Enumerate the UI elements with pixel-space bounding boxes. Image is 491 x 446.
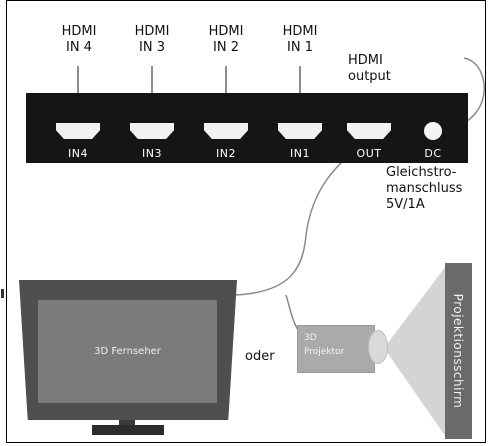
tv-stand-neck	[119, 420, 135, 426]
projection-screen	[445, 263, 472, 439]
projector-label: 3D Projektor	[304, 333, 345, 357]
hdmi-port-icon	[130, 123, 174, 139]
hdmi-port-icon	[278, 123, 322, 139]
port-out	[347, 123, 391, 141]
port-label-out: OUT	[356, 147, 382, 160]
hdmi-port-icon	[204, 123, 248, 139]
diagram-frame	[6, 0, 486, 443]
hdmi-port-icon	[347, 123, 391, 139]
label-hdmi-in-4: HDMI IN 4	[61, 24, 97, 55]
port-in1	[278, 123, 322, 141]
label-hdmi-in-2: HDMI IN 2	[208, 24, 244, 55]
projector-lens-icon	[368, 330, 388, 364]
projector-body	[297, 325, 375, 373]
hdmi-port-icon	[56, 123, 100, 139]
port-in2	[204, 123, 248, 141]
port-label-in1: IN1	[290, 147, 310, 160]
port-label-dc: DC	[424, 147, 442, 160]
tv-label: 3D Fernseher	[94, 346, 161, 357]
label-hdmi-in-3: HDMI IN 3	[134, 24, 170, 55]
projection-screen-label: Projektionsschirm	[451, 293, 465, 409]
label-hdmi-in-1: HDMI IN 1	[282, 24, 318, 55]
label-hdmi-output: HDMI output	[348, 53, 391, 84]
tv-screen: 3D Fernseher	[38, 300, 217, 403]
label-oder: oder	[245, 349, 275, 364]
port-label-in4: IN4	[68, 147, 88, 160]
edge-mark	[1, 289, 4, 298]
port-in4	[56, 123, 100, 141]
dc-jack-icon	[424, 122, 442, 140]
port-label-in2: IN2	[216, 147, 236, 160]
port-in3	[130, 123, 174, 141]
label-power-input: Gleichstro- manschluss 5V/1A	[386, 165, 463, 212]
port-label-in3: IN3	[142, 147, 162, 160]
tv-stand-base	[92, 425, 164, 435]
